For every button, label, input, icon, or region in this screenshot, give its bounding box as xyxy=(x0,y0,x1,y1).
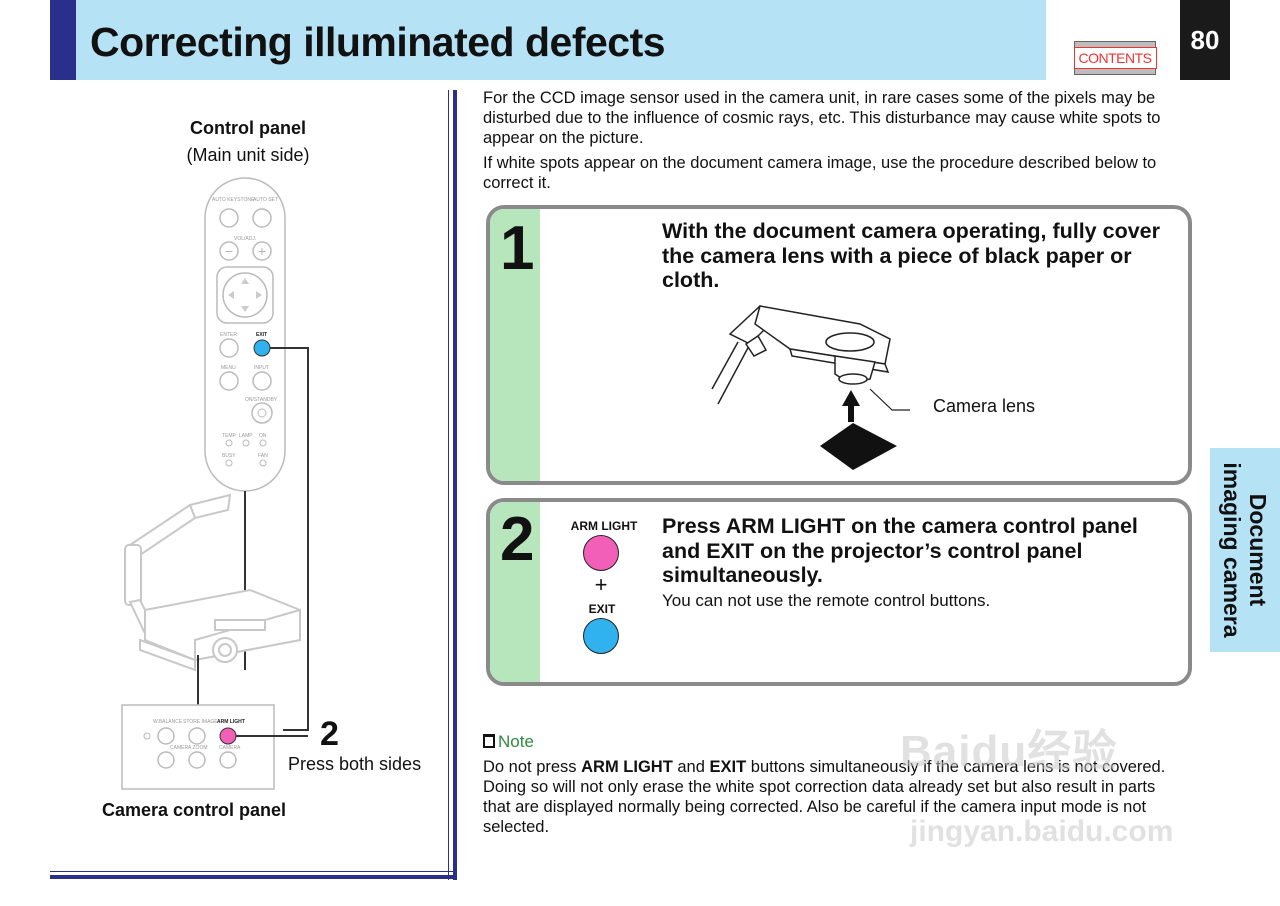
control-panel-subtitle: (Main unit side) xyxy=(186,145,310,165)
page-number: 80 xyxy=(1180,0,1230,80)
side-tab-line-2: imaging camera xyxy=(1219,462,1245,638)
note-text-pre: Do not press xyxy=(483,758,582,776)
column-divider-thin xyxy=(448,90,449,880)
camera-control-panel xyxy=(121,704,275,790)
watermark-url: jingyan.baidu.com xyxy=(910,815,1174,848)
note-text-post: buttons simultaneously if the camera len… xyxy=(483,758,1166,836)
arm-light-label: ARM LIGHT xyxy=(570,519,638,533)
camera-button xyxy=(219,751,237,769)
control-panel-illustration: − + xyxy=(121,177,309,790)
menu-label: MENU xyxy=(221,365,236,371)
auto-keystone-label: AUTO KEYSTONE xyxy=(212,197,255,203)
note-heading: Note xyxy=(483,732,534,752)
camera-zoom-label: CAMERA ZOOM xyxy=(170,745,208,751)
press-both-sides-label: Press both sides xyxy=(288,754,422,774)
w-balance-button xyxy=(157,727,175,745)
exit-connector xyxy=(270,347,309,731)
fan-label: FAN xyxy=(258,453,268,459)
note-title-text: Note xyxy=(498,732,534,751)
note-text-mid: and xyxy=(672,758,710,776)
arm-light-button-icon xyxy=(583,535,619,571)
dpad xyxy=(222,272,268,318)
on-standby-label: ON/STANDBY xyxy=(245,397,278,403)
svg-text:+: + xyxy=(257,245,266,258)
busy-label: BUSY xyxy=(222,453,236,459)
column-divider xyxy=(453,90,457,880)
header-band xyxy=(76,0,1046,80)
watermark-logo: Baidu经验 xyxy=(900,727,1118,776)
header-accent-bar xyxy=(50,0,76,80)
lamp-label: LAMP xyxy=(239,433,253,439)
store-image-label: STORE IMAGE xyxy=(183,719,218,725)
note-text: Do not press ARM LIGHT and EXIT buttons … xyxy=(483,757,1183,837)
auto-set-button xyxy=(252,208,272,228)
exit-button-icon xyxy=(583,618,619,654)
input-button xyxy=(252,371,272,391)
note-bold-arm-light: ARM LIGHT xyxy=(581,758,673,776)
bottom-rule-thin xyxy=(50,871,457,872)
step-2-box: 2 ARM LIGHT + EXIT Press ARM LIGHT on th… xyxy=(486,498,1192,686)
step-1-box: 1 With the document camera operating, fu… xyxy=(486,205,1192,485)
note-icon xyxy=(483,734,495,748)
exit-button-highlight xyxy=(253,339,271,357)
arm-light-small-label: ARM LIGHT xyxy=(217,719,245,725)
camera-lens-label: Camera lens xyxy=(933,396,1036,416)
auto-keystone-button xyxy=(219,208,239,228)
camera-control-panel-title: Camera control panel xyxy=(102,800,287,820)
intro-paragraph-2: If white spots appear on the document ca… xyxy=(483,154,1157,192)
projector-illustration xyxy=(124,493,301,672)
document-camera-illustration xyxy=(711,305,910,470)
step-1-green-band xyxy=(490,209,540,481)
contents-button[interactable]: CONTENTS xyxy=(1073,41,1157,75)
temp-label: TEMP xyxy=(222,433,236,439)
step-2-heading: Press ARM LIGHT on the camera control pa… xyxy=(662,514,1138,587)
enter-label: ENTER xyxy=(220,332,237,338)
step-2-green-band xyxy=(490,502,540,682)
vol-plus-button xyxy=(252,241,272,261)
section-side-tab[interactable]: Document imaging camera xyxy=(1210,448,1280,652)
bottom-rule xyxy=(50,875,457,879)
on-label: ON xyxy=(259,433,267,439)
plus-sign: + xyxy=(594,572,608,597)
menu-button xyxy=(219,371,239,391)
exit-label: EXIT xyxy=(588,602,616,616)
input-label: INPUT xyxy=(254,365,269,371)
arm-light-button-highlight xyxy=(219,727,237,745)
step-2-number: 2 xyxy=(500,505,535,574)
auto-set-label: AUTO SET xyxy=(253,197,278,203)
store-image-button xyxy=(188,727,206,745)
vol-minus-button xyxy=(219,241,239,261)
enter-button xyxy=(219,338,239,358)
step-2-body: You can not use the remote control butto… xyxy=(662,591,991,610)
control-panel-title: Control panel xyxy=(190,118,306,138)
side-tab-line-1: Document xyxy=(1245,493,1271,607)
exit-small-label: EXIT xyxy=(256,332,268,338)
note-bold-exit: EXIT xyxy=(709,758,747,776)
svg-text:−: − xyxy=(224,245,233,258)
page-title: Correcting illuminated defects xyxy=(90,19,666,65)
contents-label: CONTENTS xyxy=(1073,47,1157,69)
step-1-number: 1 xyxy=(500,214,535,283)
step-1-heading: With the document camera operating, full… xyxy=(662,219,1160,292)
intro-paragraph-1: For the CCD image sensor used in the cam… xyxy=(483,89,1161,147)
camera-label: CAMERA xyxy=(219,745,241,751)
w-balance-label: W.BALANCE xyxy=(153,719,183,725)
step-2-marker: 2 xyxy=(320,715,339,753)
vol-adj-label: VOL/ADJ. xyxy=(234,236,257,242)
